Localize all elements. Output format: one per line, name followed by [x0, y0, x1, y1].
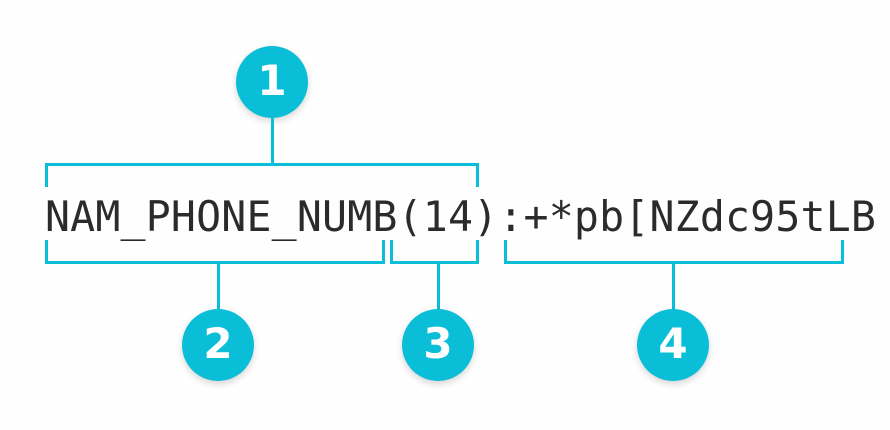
callout-bracket-4 [504, 240, 844, 264]
callout-bracket-2 [45, 240, 385, 264]
callout-circle-2[interactable]: 2 [182, 309, 254, 381]
callout-number-4: 4 [658, 319, 688, 368]
callout-number-1: 1 [257, 56, 287, 105]
callout-bracket-3 [390, 240, 479, 264]
callout-stem-4 [671, 262, 675, 310]
callout-number-2: 2 [203, 319, 233, 368]
callout-number-3: 3 [423, 319, 453, 368]
callout-stem-1 [270, 118, 274, 166]
callout-bracket-1 [45, 163, 479, 187]
callout-circle-3[interactable]: 3 [402, 309, 474, 381]
callout-circle-4[interactable]: 4 [637, 309, 709, 381]
annotated-code-string: NAM_PHONE_NUMB(14):+*pb[NZdc95tLB [45, 192, 877, 241]
callout-circle-1[interactable]: 1 [236, 46, 308, 118]
callout-stem-2 [216, 262, 220, 310]
callout-stem-3 [436, 262, 440, 310]
